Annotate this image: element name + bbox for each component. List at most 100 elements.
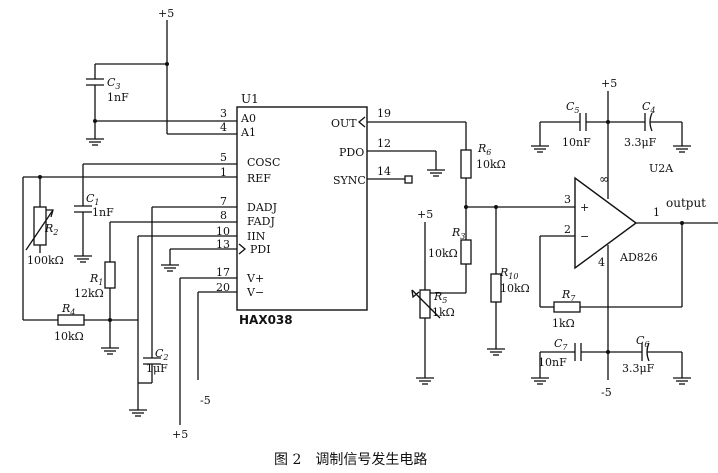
r4-value: 10kΩ	[54, 330, 84, 343]
pin-num-14: 14	[377, 165, 391, 178]
r5-value: 1kΩ	[432, 306, 455, 319]
pin-num-12: 12	[377, 137, 391, 150]
r5-body	[419, 289, 431, 319]
c1-value: 1nF	[92, 206, 114, 219]
pin-num-10: 10	[216, 225, 230, 238]
r10-value: 10kΩ	[500, 282, 530, 295]
pin-name-fadj: FADJ	[247, 215, 275, 228]
c2-ref: C2	[155, 347, 169, 362]
pin-num-13: 13	[216, 238, 230, 251]
figure-caption: 图 2 调制信号发生电路	[274, 452, 427, 468]
c1-ref: C1	[86, 192, 100, 207]
pdi-arrow-icon	[238, 243, 247, 255]
ground-icon	[129, 409, 147, 417]
c6-ref: C6	[636, 334, 650, 349]
pin-name-pdi: PDI	[250, 243, 271, 256]
pin-name-sync: SYNC	[333, 174, 366, 187]
c6-value: 3.3μF	[622, 362, 655, 375]
opamp-part: AD826	[619, 251, 658, 264]
c3-value: 1nF	[107, 91, 129, 104]
r6-body	[460, 149, 472, 179]
c7-ref: C7	[554, 337, 568, 352]
r3-ref: R3	[451, 226, 465, 241]
r3-value: 10kΩ	[428, 247, 458, 260]
supply-opamp-bottom: -5	[601, 386, 612, 399]
ground-icon	[416, 377, 434, 385]
ic-u1-body	[236, 106, 368, 311]
c3-ref: C3	[107, 76, 121, 91]
pin-num-20: 20	[216, 281, 230, 294]
opamp-u2a: + − ∞ U2A AD826 3 2 1 4 output R7 1kΩ +5	[531, 77, 718, 399]
c4-value: 3.3μF	[624, 136, 657, 149]
pin-name-cosc: COSC	[247, 156, 280, 169]
pin-num-17: 17	[216, 266, 230, 279]
supply-opamp-top: +5	[601, 77, 617, 90]
supply-top-u1: +5	[158, 7, 174, 20]
c4-ref: C4	[642, 100, 656, 115]
opamp-pin-3: 3	[564, 193, 571, 206]
ic-u1: U1 HAX038 A0 A1 COSC REF DADJ FADJ IIN P…	[216, 92, 391, 327]
ground-icon	[531, 145, 549, 153]
c5-ref: C5	[566, 100, 580, 115]
r7-value: 1kΩ	[552, 317, 575, 330]
pin-num-4: 4	[220, 121, 227, 134]
c2-value: 1μF	[146, 362, 168, 375]
r7-ref: R7	[561, 288, 576, 303]
r7-body	[553, 301, 581, 313]
r2-value: 100kΩ	[27, 254, 64, 267]
u1-right-wiring: R6 10kΩ R3 10kΩ +5 R5 1kΩ	[367, 121, 575, 385]
r6-value: 10kΩ	[476, 158, 506, 171]
output-label: output	[666, 196, 706, 210]
r6-ref: R6	[477, 142, 491, 157]
ground-icon	[161, 264, 179, 272]
opamp-triangle	[574, 176, 638, 270]
pin-num-5: 5	[220, 151, 227, 164]
pin-num-3: 3	[220, 107, 227, 120]
pin-num-7: 7	[220, 195, 227, 208]
pin-name-dadj: DADJ	[247, 201, 277, 214]
out-arrow-icon	[357, 116, 366, 128]
r2-wiper-arrow	[25, 209, 54, 251]
r5-ref: R5	[433, 290, 447, 305]
pin-name-iin: IIN	[247, 230, 266, 243]
sync-terminal	[404, 175, 413, 184]
ground-icon	[673, 145, 691, 153]
pin-num-8: 8	[220, 209, 227, 222]
c7-value: 10nF	[538, 356, 567, 369]
u1-left-wiring: +5 C3 1nF C1 1nF	[22, 7, 237, 441]
r1-value: 12kΩ	[74, 287, 104, 300]
ground-icon	[86, 138, 104, 146]
opamp-ref: U2A	[649, 162, 674, 175]
pin-num-19: 19	[377, 107, 391, 120]
ground-icon	[74, 255, 92, 263]
ground-icon	[101, 347, 119, 355]
ic-u1-part: HAX038	[239, 313, 293, 327]
r4-ref: R4	[61, 302, 75, 317]
ic-u1-ref: U1	[241, 92, 259, 106]
opamp-pin-1: 1	[653, 206, 660, 219]
pin-name-vminus: V−	[246, 286, 264, 299]
opamp-minus-sign: −	[580, 230, 589, 243]
ground-icon	[673, 377, 691, 385]
r10-ref: R10	[499, 266, 518, 281]
r2-ref: R2	[44, 222, 58, 237]
ground-icon	[531, 377, 549, 385]
r1-body	[104, 261, 116, 289]
pin-name-vplus: V+	[246, 272, 264, 285]
opamp-infinity: ∞	[599, 172, 609, 186]
ground-icon	[487, 348, 505, 356]
c5-value: 10nF	[562, 136, 591, 149]
opamp-plus-sign: +	[580, 201, 589, 214]
opamp-pin-4: 4	[598, 256, 605, 269]
supply-bottom-u1: +5	[172, 428, 188, 441]
pin-name-out: OUT	[331, 117, 357, 130]
pin-name-a1: A1	[240, 126, 256, 139]
pin-name-pdo: PDO	[339, 146, 364, 159]
supply-r5: +5	[417, 208, 433, 221]
pin-name-a0: A0	[240, 112, 256, 125]
pin-num-1: 1	[220, 166, 227, 179]
opamp-pin-2: 2	[564, 223, 571, 236]
pin-name-ref: REF	[247, 172, 271, 185]
supply-vminus-u1: -5	[200, 394, 211, 407]
